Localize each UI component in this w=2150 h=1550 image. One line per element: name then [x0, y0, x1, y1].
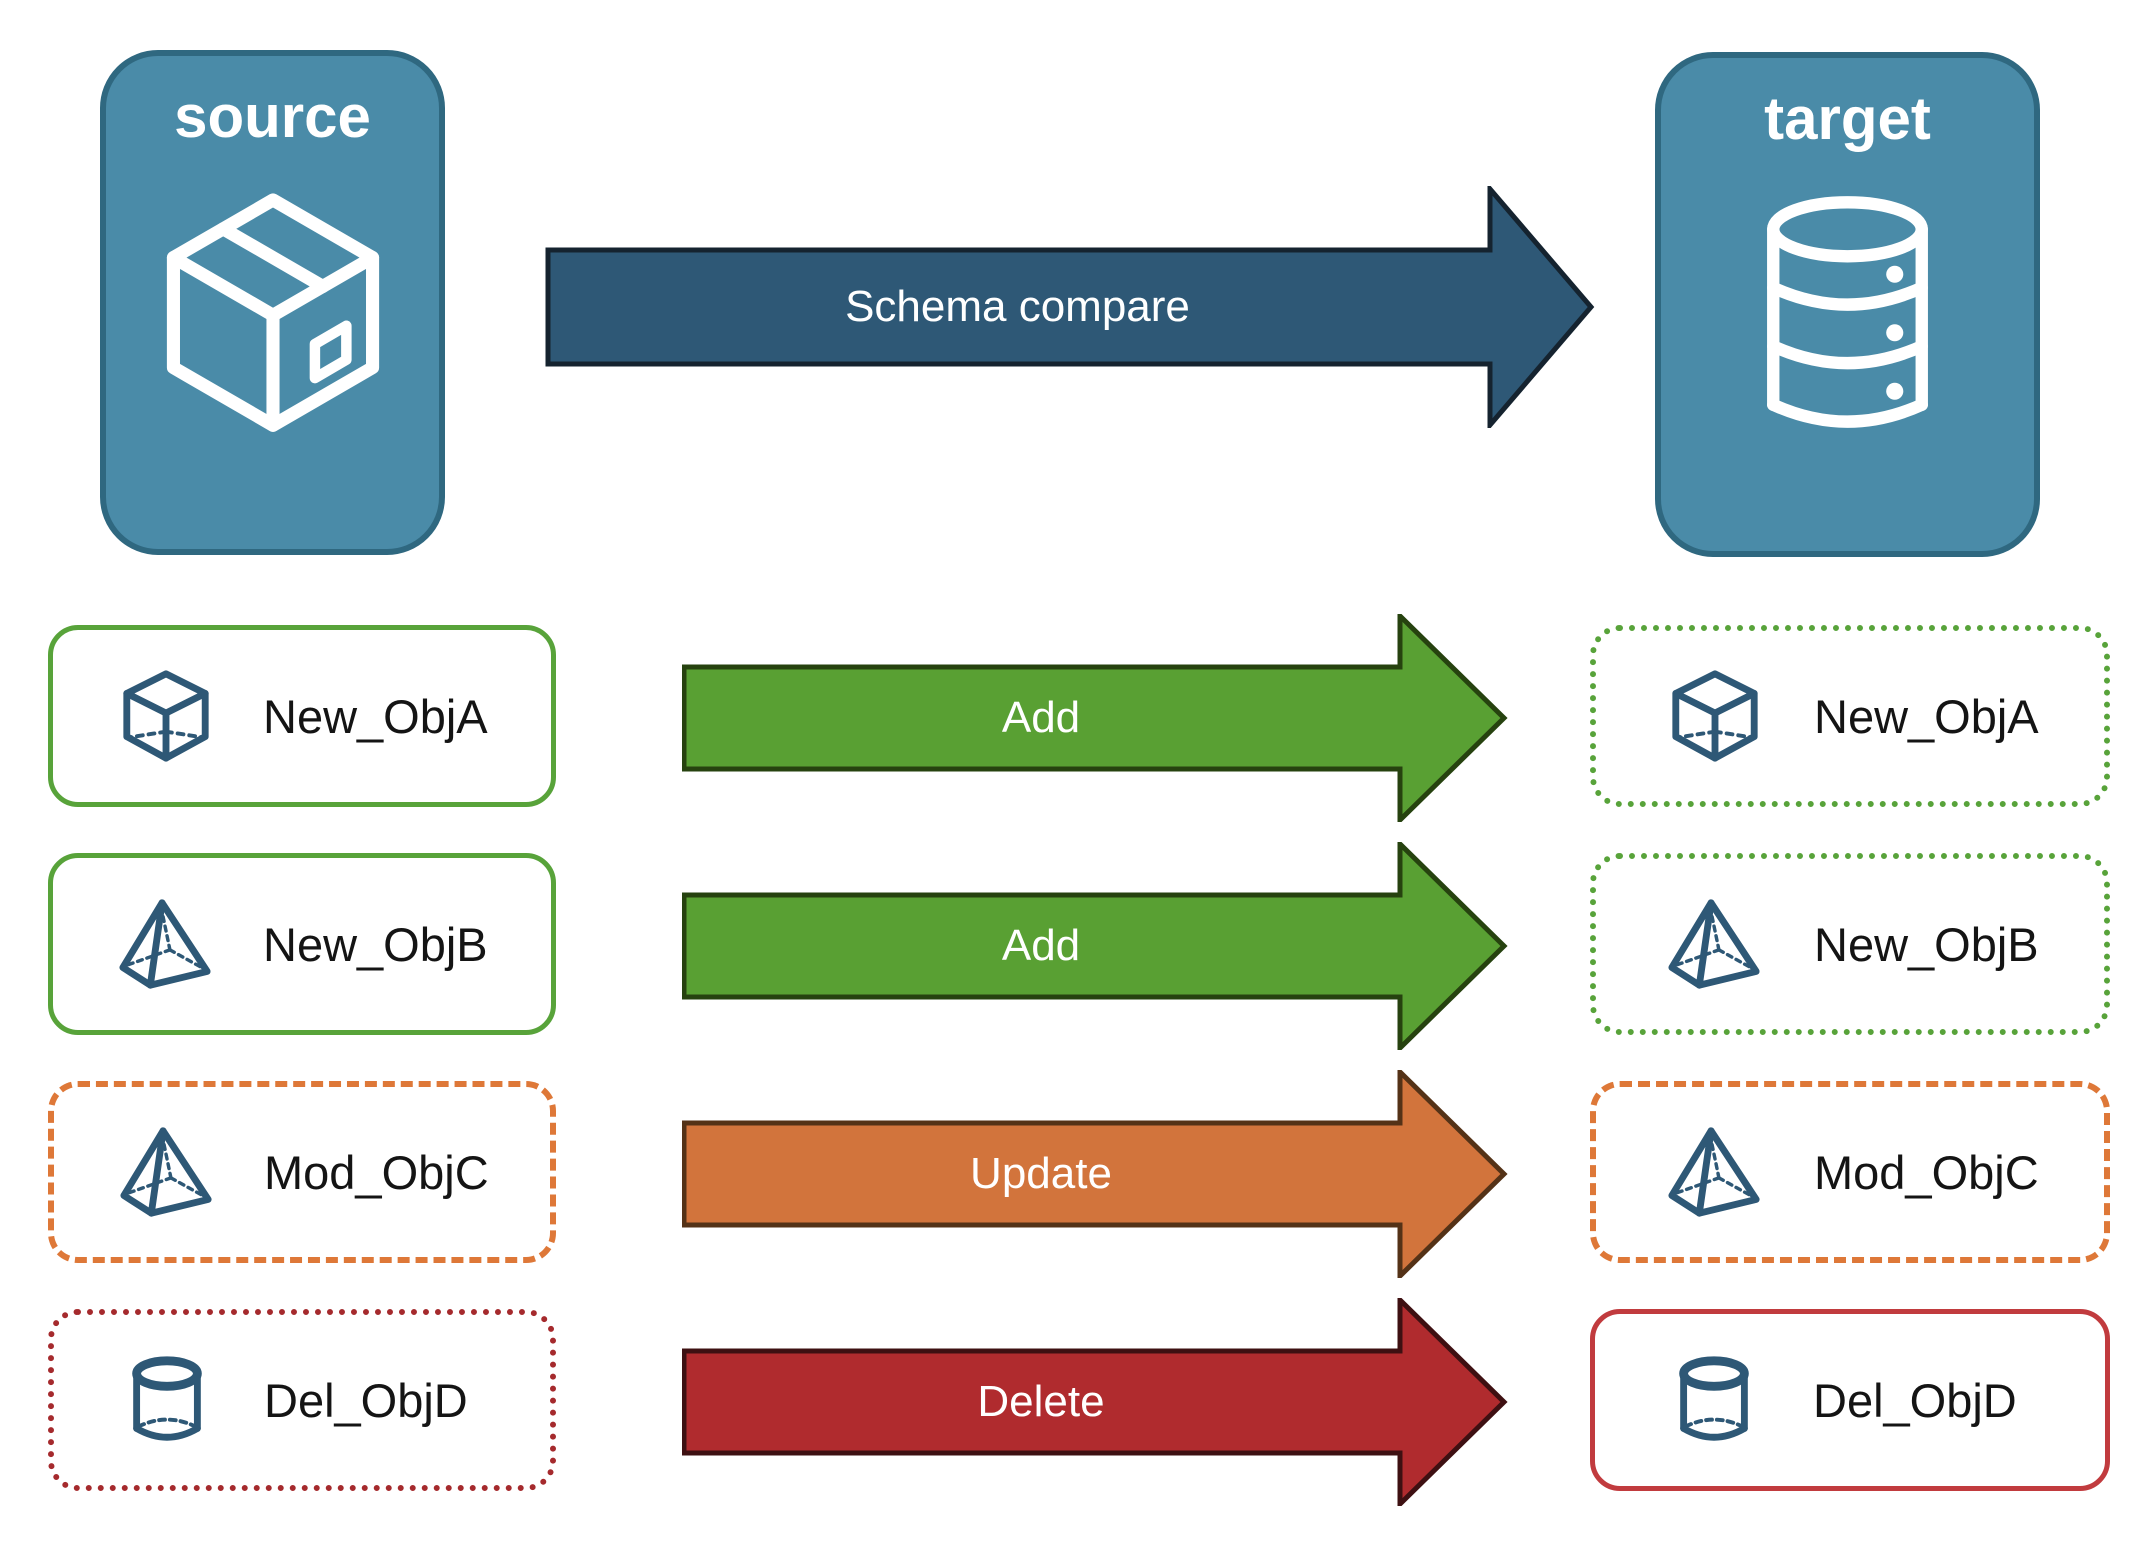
source-panel-title: source	[174, 83, 371, 150]
package-icon	[142, 179, 404, 446]
pyramid-icon	[117, 895, 215, 993]
action-arrow-update: Update	[681, 1066, 1508, 1282]
right-arrow-shape	[681, 1066, 1508, 1282]
pyramid-icon	[118, 1123, 216, 1221]
object-label: New_ObjB	[263, 917, 488, 971]
target-object-card-mod-objc: Mod_ObjC	[1590, 1081, 2110, 1263]
cube-icon	[1666, 667, 1764, 765]
source-object-card-del-objd: Del_ObjD	[48, 1309, 556, 1491]
target-object-card-del-objd: Del_ObjD	[1590, 1309, 2110, 1491]
right-arrow-shape	[681, 838, 1508, 1054]
target-object-card-new-objb: New_ObjB	[1590, 853, 2110, 1035]
source-object-card-new-objb: New_ObjB	[48, 853, 556, 1035]
right-arrow-shape	[681, 610, 1508, 826]
object-label: Mod_ObjC	[264, 1145, 489, 1199]
pyramid-icon	[1666, 1123, 1764, 1221]
source-object-card-mod-objc: Mod_ObjC	[48, 1081, 556, 1263]
right-arrow-shape	[545, 182, 1595, 432]
object-label: Mod_ObjC	[1814, 1145, 2039, 1199]
source-panel: source	[100, 50, 445, 555]
object-label: New_ObjA	[1814, 689, 2039, 743]
action-arrow-delete: Delete	[681, 1294, 1508, 1510]
target-object-card-new-obja: New_ObjA	[1590, 625, 2110, 807]
action-arrow-add-2: Add	[681, 838, 1508, 1054]
source-object-card-new-obja: New_ObjA	[48, 625, 556, 807]
cube-icon	[117, 667, 215, 765]
cylinder-icon	[1665, 1351, 1763, 1449]
object-label: New_ObjB	[1814, 917, 2039, 971]
database-icon	[1735, 181, 1960, 458]
object-label: Del_ObjD	[264, 1373, 468, 1427]
schema-compare-arrow: Schema compare	[545, 182, 1600, 432]
action-arrow-add-1: Add	[681, 610, 1508, 826]
pyramid-icon	[1666, 895, 1764, 993]
target-panel: target	[1655, 52, 2040, 557]
right-arrow-shape	[681, 1294, 1508, 1510]
target-panel-title: target	[1764, 85, 1931, 152]
cylinder-icon	[118, 1351, 216, 1449]
object-label: New_ObjA	[263, 689, 488, 743]
object-label: Del_ObjD	[1813, 1373, 2017, 1427]
